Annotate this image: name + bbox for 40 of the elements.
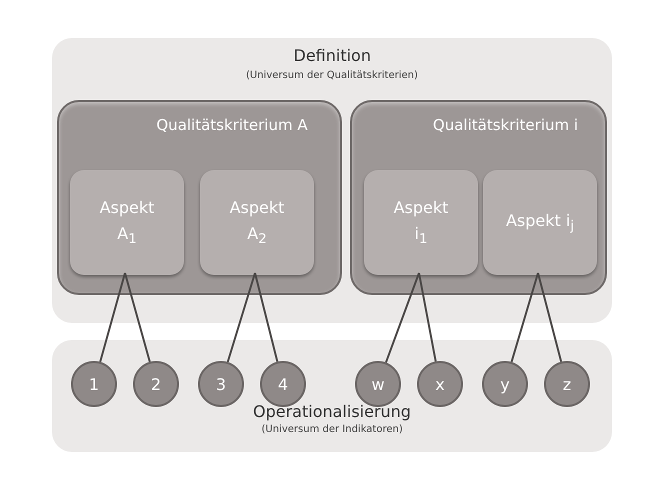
indicator-label: 3 [216, 374, 226, 394]
region-subtitle: (Universum der Indikatoren) [262, 424, 403, 435]
aspect-label: Aspekt A$_{1}$ [98, 196, 156, 249]
indicator-circle [133, 361, 179, 407]
aspect-label: Aspekt i$_{1}$ [392, 196, 450, 249]
aspect-box [200, 170, 314, 275]
indicator-circle [482, 361, 528, 407]
connector-line [226, 272, 256, 362]
indicator-label: 4 [278, 374, 288, 394]
connector-line [124, 272, 151, 362]
connector-line [254, 272, 278, 362]
aspect-box [364, 170, 478, 275]
indicator-label: w [371, 374, 385, 394]
region-panel [52, 340, 612, 452]
aspect-box [483, 170, 597, 275]
indicator-label: z [562, 374, 572, 394]
aspect-box [70, 170, 184, 275]
aspect-label: Aspekt A$_{2}$ [228, 196, 286, 249]
indicator-circle [198, 361, 244, 407]
indicator-circle [417, 361, 463, 407]
criterion-title: Qualitätskriterium A [155, 116, 309, 134]
connector-line [385, 272, 420, 363]
indicator-circle [71, 361, 117, 407]
criterion-box [57, 100, 342, 295]
connector-line [537, 272, 562, 362]
indicator-label: 2 [150, 374, 162, 394]
aspect-label: Aspekt i$_{j}$ [505, 210, 575, 236]
region-panel [52, 38, 612, 323]
region-subtitle: (Universum der Qualitätskriterien) [246, 70, 418, 81]
indicator-label: 1 [88, 374, 100, 394]
region-title: Operationalisierung [253, 402, 411, 421]
connector-line [418, 272, 437, 362]
criterion-box [350, 100, 607, 295]
connector-line [99, 272, 126, 362]
indicator-label: y [500, 374, 510, 394]
criterion-title: Qualitätskriterium i [432, 116, 580, 134]
region-title: Definition [294, 46, 371, 65]
indicator-label: x [435, 374, 445, 394]
indicator-circle [544, 361, 590, 407]
connector-line [510, 272, 539, 362]
